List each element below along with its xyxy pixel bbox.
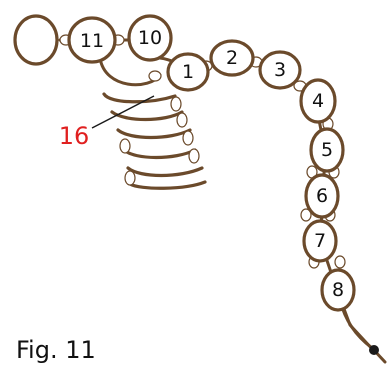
callout-pointer bbox=[91, 95, 155, 129]
bead-2-label: 2 bbox=[226, 47, 238, 69]
bead-8: 8 bbox=[320, 268, 356, 312]
bead-1-label: 1 bbox=[182, 61, 194, 83]
bead-10-label: 10 bbox=[138, 27, 162, 49]
bead-7: 7 bbox=[302, 219, 338, 263]
bead-11-label: 11 bbox=[80, 30, 104, 52]
bead-8-label: 8 bbox=[332, 279, 344, 301]
thread-loop bbox=[98, 56, 162, 87]
bead-5: 5 bbox=[309, 127, 345, 173]
bead-4: 4 bbox=[299, 78, 337, 124]
bead-7-label: 7 bbox=[314, 230, 326, 252]
thread-tail bbox=[338, 298, 387, 364]
bead-3: 3 bbox=[258, 50, 302, 90]
callout-label: 16 bbox=[59, 122, 90, 150]
bead-5-label: 5 bbox=[321, 139, 333, 161]
bead-6: 6 bbox=[304, 173, 340, 219]
coil-stack bbox=[102, 92, 207, 190]
bead-1: 1 bbox=[166, 52, 210, 92]
bead-10: 10 bbox=[127, 14, 173, 62]
bead-4-label: 4 bbox=[312, 90, 324, 112]
figure-caption: Fig. 11 bbox=[16, 336, 96, 364]
bead-unnumbered bbox=[13, 14, 59, 66]
bead-2: 2 bbox=[209, 39, 255, 77]
thread-end-knot bbox=[369, 345, 379, 355]
bead-11: 11 bbox=[67, 16, 117, 64]
bead-6-label: 6 bbox=[316, 185, 328, 207]
bead-3-label: 3 bbox=[274, 59, 286, 81]
